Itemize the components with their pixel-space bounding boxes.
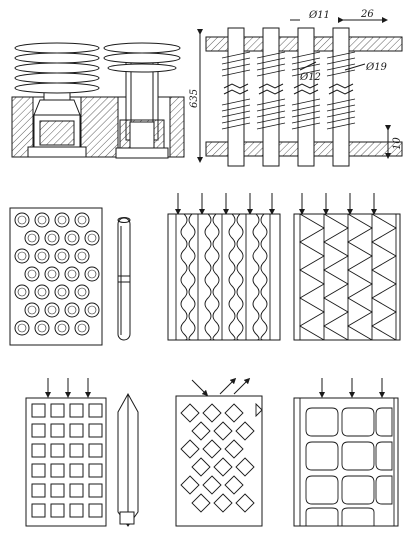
label-dia-inner: Ø12 [299,72,321,83]
panel-tube-bundle [197,17,403,167]
flow-arrows-g [191,377,251,397]
flow-arrows-h [319,378,385,398]
panel-diamond-lattice [175,377,263,527]
label-dia-outer: Ø11 [308,10,330,21]
dimension-labels: Ø11 26 Ø12 Ø19 635 10 [189,9,403,150]
square-bar-element [117,392,139,527]
label-dia-fin: Ø19 [365,62,388,73]
flow-arrows-e [299,193,377,215]
panel-triangular-channels [293,193,401,341]
label-length: 635 [189,89,200,108]
label-plate: 10 [392,137,403,150]
bundle-tubes [223,27,354,167]
flow-arrows-f [45,378,91,398]
helical-fins [221,51,356,130]
label-pitch: 26 [360,9,374,20]
panel-finned-tube-sheet [11,42,185,159]
panel-bell-cells [293,378,399,527]
cylindrical-tube-element [117,217,131,341]
right-finned-tube [103,42,181,159]
left-finned-tube [14,42,100,158]
panel-square-cell-block [25,378,139,527]
panel-circular-hole-plate [9,207,131,346]
panel-wavy-channels [167,193,281,341]
flow-arrows-d [175,193,275,215]
